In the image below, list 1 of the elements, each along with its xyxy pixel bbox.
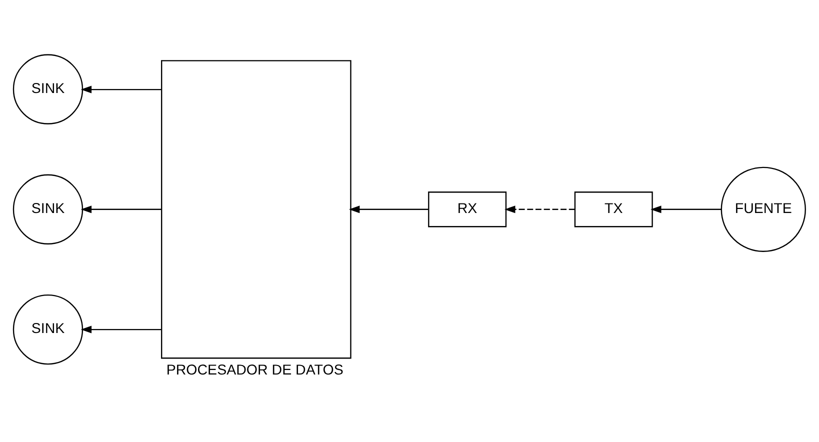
- node-label: PROCESADOR DE DATOS: [166, 362, 344, 378]
